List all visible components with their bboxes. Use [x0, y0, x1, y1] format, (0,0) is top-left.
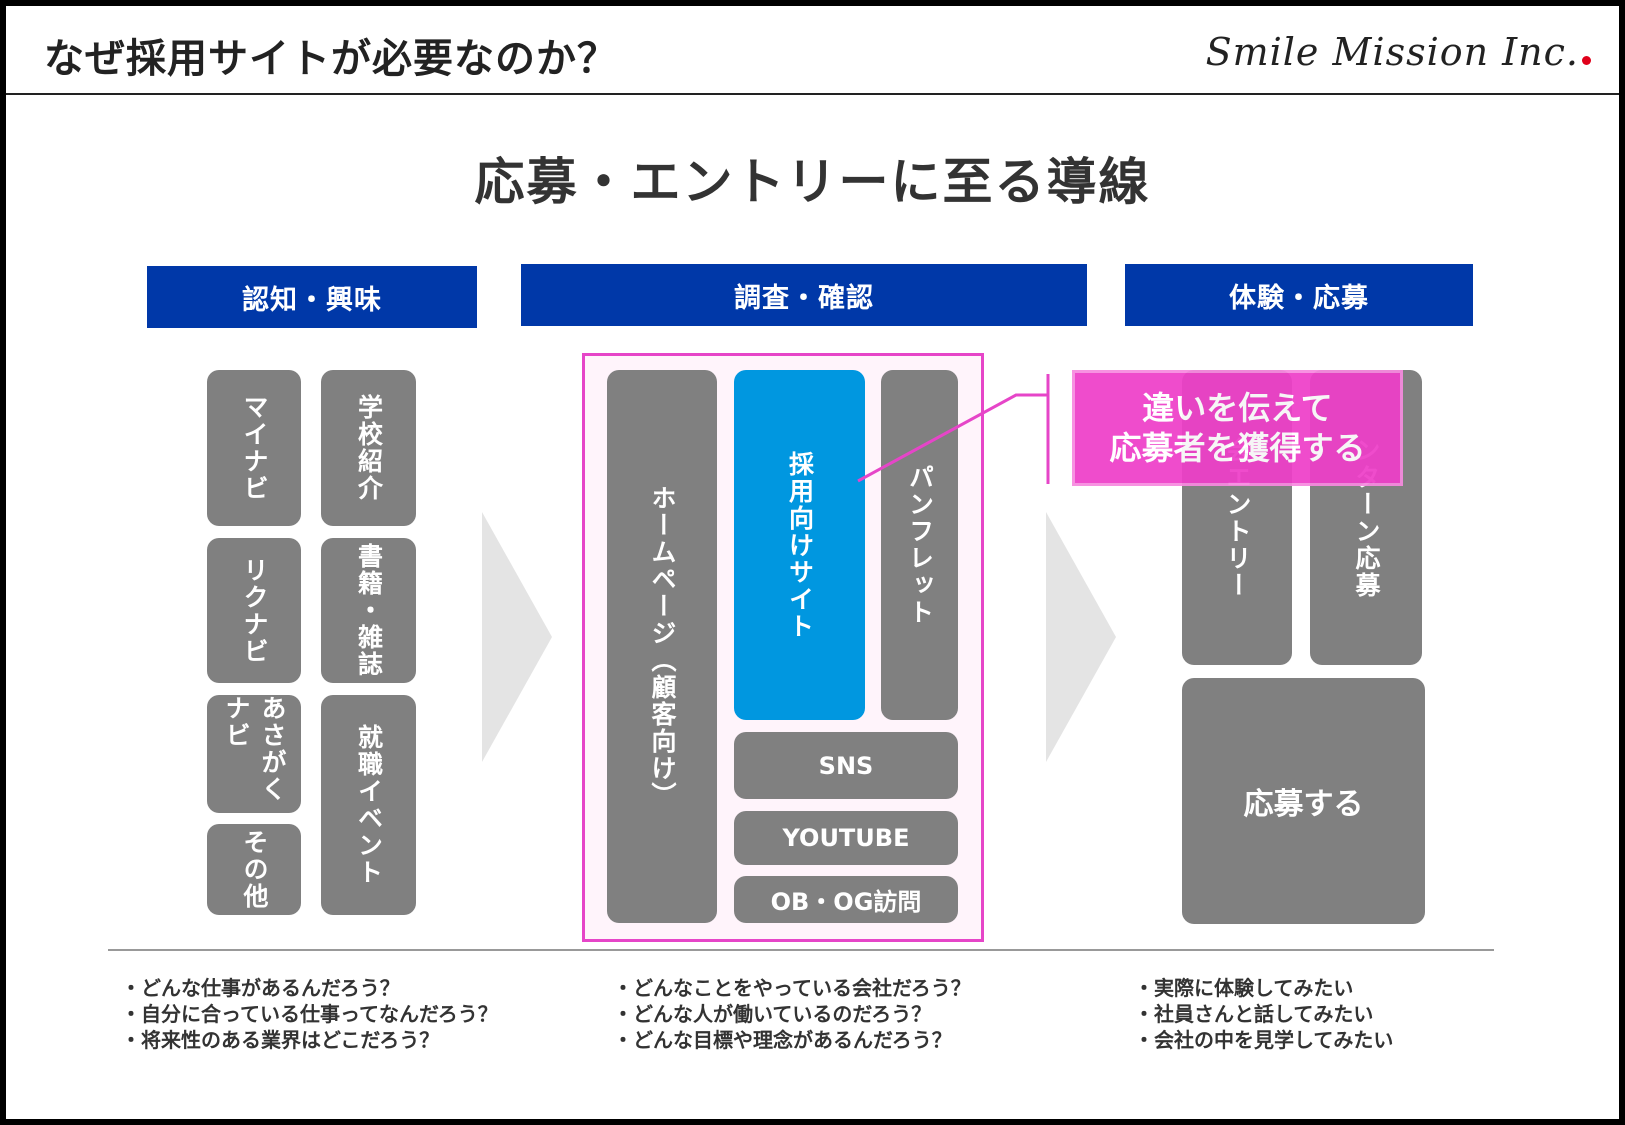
box-job-event: 就職イベント — [321, 695, 416, 915]
notes-experience: 実際に体験してみたい 社員さんと話してみたい 会社の中を見学してみたい — [1134, 975, 1393, 1053]
box-school-referral: 学校紹介 — [321, 370, 416, 526]
page-title: なぜ採用サイトが必要なのか？ — [44, 36, 618, 82]
box-ob-og-visit: OB・OG訪問 — [734, 876, 958, 923]
note-item: 将来性のある業界はどこだろう？ — [121, 1027, 498, 1053]
box-apply: 応募する — [1182, 678, 1425, 924]
callout-line-2: 応募者を獲得する — [1109, 429, 1366, 467]
box-other: その他 — [207, 824, 301, 915]
header-divider — [6, 93, 1619, 95]
heading-research: 調査・確認 — [521, 264, 1087, 326]
logo-dot-icon — [1582, 56, 1591, 65]
slide: なぜ採用サイトが必要なのか？ Smile Mission Inc. 応募・エント… — [6, 6, 1619, 1119]
note-item: 会社の中を見学してみたい — [1134, 1027, 1393, 1053]
box-pamphlet: パンフレット — [881, 370, 958, 720]
box-homepage: ホームページ（顧客向け） — [607, 370, 717, 923]
notes-awareness: どんな仕事があるんだろう？ 自分に合っている仕事ってなんだろう？ 将来性のある業… — [121, 975, 498, 1053]
box-rikunabi: リクナビ — [207, 538, 301, 683]
notes-research: どんなことをやっている会社だろう？ どんな人が働いているのだろう？ どんな目標や… — [613, 975, 971, 1053]
box-asagaku-navi: あさがくナビ — [207, 695, 301, 813]
heading-experience: 体験・応募 — [1125, 264, 1473, 326]
note-item: どんな仕事があるんだろう？ — [121, 975, 498, 1001]
note-item: 自分に合っている仕事ってなんだろう？ — [121, 1001, 498, 1027]
notes-divider — [108, 949, 1494, 951]
box-youtube: YOUTUBE — [734, 811, 958, 865]
flow-arrow-icon — [482, 512, 552, 762]
box-recruit-site: 採用向けサイト — [734, 370, 865, 720]
callout-connector — [857, 374, 1050, 484]
callout-box: 違いを伝えて 応募者を獲得する — [1072, 370, 1403, 486]
note-item: どんな目標や理念があるんだろう？ — [613, 1027, 971, 1053]
heading-awareness: 認知・興味 — [147, 266, 477, 328]
note-item: どんなことをやっている会社だろう？ — [613, 975, 971, 1001]
company-logo: Smile Mission Inc. — [1206, 30, 1591, 74]
box-sns: SNS — [734, 732, 958, 799]
flow-arrow-icon — [1046, 512, 1116, 762]
note-item: 実際に体験してみたい — [1134, 975, 1393, 1001]
slide-subtitle: 応募・エントリーに至る導線 — [474, 153, 1151, 211]
callout-line-1: 違いを伝えて — [1142, 389, 1333, 427]
note-item: どんな人が働いているのだろう？ — [613, 1001, 971, 1027]
callout-text: 違いを伝えて 応募者を獲得する — [1109, 388, 1365, 468]
logo-text: Smile Mission Inc. — [1205, 30, 1579, 74]
box-books-magazines: 書籍・雑誌 — [321, 538, 416, 683]
note-item: 社員さんと話してみたい — [1134, 1001, 1393, 1027]
box-mynavi: マイナビ — [207, 370, 301, 526]
